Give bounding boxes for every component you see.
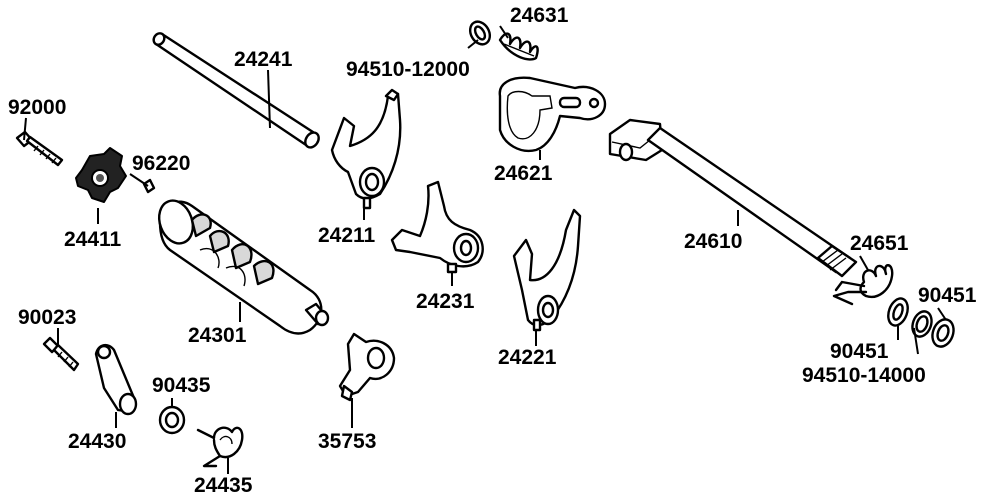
shift-drum-part <box>157 199 330 335</box>
label-24610: 24610 <box>684 230 742 253</box>
segment-star-wheel-part <box>75 147 127 203</box>
label-35753: 35753 <box>318 430 376 453</box>
label-96220: 96220 <box>132 152 190 175</box>
shift-fork-part-24231 <box>390 180 484 274</box>
label-24221: 24221 <box>498 346 557 369</box>
label-24301: 24301 <box>188 324 247 347</box>
label-90435: 90435 <box>152 374 211 397</box>
washer-part-90451-b <box>931 318 955 348</box>
cam-plate-part <box>498 76 607 153</box>
shift-guide-bracket-part <box>338 332 396 402</box>
part-labels: 24241 24631 94510-12000 92000 96220 2441… <box>8 4 977 497</box>
label-94510-14000: 94510-14000 <box>802 364 926 387</box>
label-24411: 24411 <box>64 228 122 251</box>
label-24435: 24435 <box>194 474 253 497</box>
label-24631: 24631 <box>510 4 569 27</box>
shift-shaft-part <box>608 118 858 278</box>
label-90451-b: 90451 <box>830 340 889 363</box>
shift-fork-part-24221 <box>512 208 582 332</box>
stopper-lever-part <box>94 343 138 416</box>
label-24621: 24621 <box>494 162 553 185</box>
bolt-part-90023 <box>42 336 80 372</box>
return-spring-part <box>832 264 894 306</box>
dowel-pin-part <box>142 178 156 194</box>
label-24231: 24231 <box>416 290 475 313</box>
circlip-part-94510-14000 <box>911 310 933 338</box>
label-24430: 24430 <box>68 430 126 453</box>
washer-part-90435 <box>158 405 186 435</box>
label-24651: 24651 <box>850 232 909 255</box>
shift-rod-part <box>152 32 320 149</box>
shift-fork-part-24211 <box>330 88 402 210</box>
leader-lines <box>23 25 947 474</box>
spring-part-24631 <box>498 32 539 61</box>
bolt-part-92000 <box>15 130 64 167</box>
label-92000: 92000 <box>8 96 66 119</box>
label-94510-12000: 94510-12000 <box>346 58 470 81</box>
label-24241: 24241 <box>234 48 293 71</box>
label-24211: 24211 <box>318 224 376 247</box>
torsion-spring-part-24435 <box>196 426 244 468</box>
circlip-part-94510-12000 <box>468 20 492 46</box>
washer-part-90451-a <box>887 297 909 327</box>
label-90023: 90023 <box>18 306 76 329</box>
label-90451-a: 90451 <box>918 284 977 307</box>
